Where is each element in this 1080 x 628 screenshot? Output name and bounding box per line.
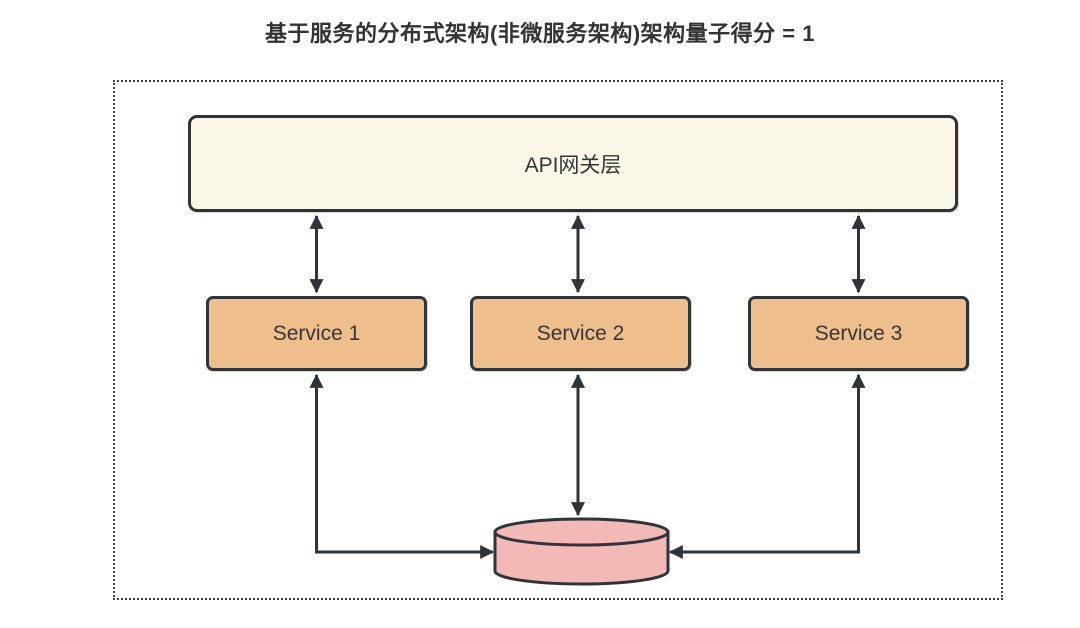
architecture-boundary-box — [113, 80, 1003, 600]
service-1-box: Service 1 — [206, 296, 427, 371]
arrow-service1-database — [309, 373, 495, 559]
service-2-box: Service 2 — [470, 296, 691, 371]
diagram-title: 基于服务的分布式架构(非微服务架构)架构量子得分 = 1 — [265, 21, 815, 46]
service-3-box: Service 3 — [748, 296, 969, 371]
api-gateway-label: API网关层 — [524, 153, 622, 177]
database-cylinder — [493, 517, 670, 586]
service-1-label: Service 1 — [272, 321, 361, 345]
api-gateway-box: API网关层 — [188, 115, 958, 212]
service-3-label: Service 3 — [814, 321, 903, 345]
database-cylinder-body — [493, 530, 670, 586]
service-2-label: Service 2 — [536, 321, 625, 345]
arrow-service3-database — [668, 373, 866, 559]
database-cylinder-top — [493, 517, 670, 547]
